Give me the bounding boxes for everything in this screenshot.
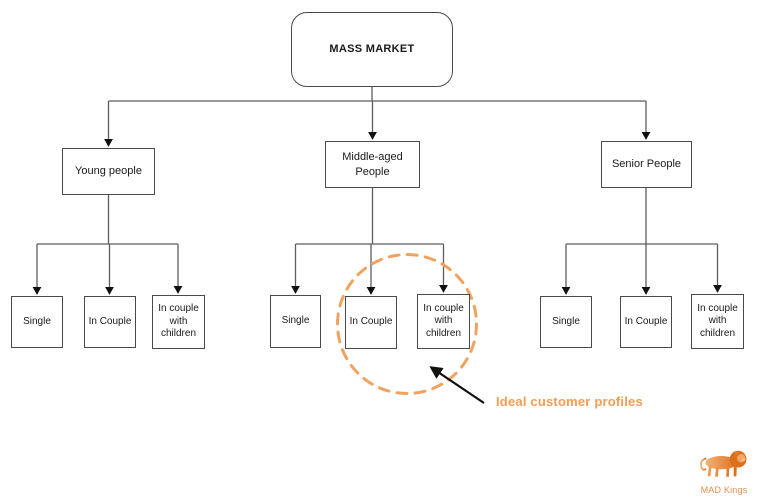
node-young-in-couple: In Couple <box>84 296 136 348</box>
node-middle-single: Single <box>270 295 321 348</box>
node-middle-aged-people: Middle-aged People <box>325 141 420 188</box>
node-young-single: Single <box>11 296 63 348</box>
node-young-in-couple-with-children: In couple with children <box>152 295 205 349</box>
brand-logo-label: MAD Kings <box>700 485 748 495</box>
node-senior-people: Senior People <box>601 141 692 188</box>
brand-logo: MAD Kings <box>692 449 756 495</box>
highlight-dashed-circle <box>336 253 478 395</box>
node-senior-in-couple-with-children: In couple with children <box>691 294 744 349</box>
annotation-ideal-customer-profiles: Ideal customer profiles <box>496 394 643 409</box>
node-senior-single: Single <box>540 296 592 348</box>
node-middle-in-couple-with-children: In couple with children <box>417 294 470 349</box>
node-mass-market: MASS MARKET <box>291 12 453 87</box>
node-young-people: Young people <box>62 148 155 195</box>
lion-icon <box>700 450 747 477</box>
annotation-arrow <box>429 366 485 404</box>
node-senior-in-couple: In Couple <box>620 296 672 348</box>
tree-connectors <box>32 87 722 295</box>
node-middle-in-couple: In Couple <box>345 296 397 349</box>
